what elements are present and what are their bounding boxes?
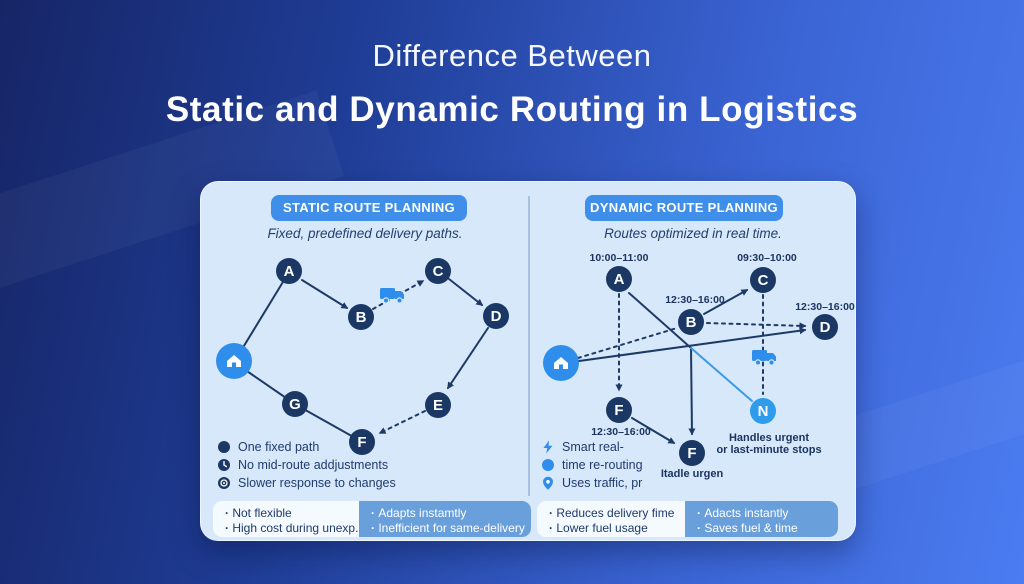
static-depot-hub	[216, 343, 252, 379]
static-node-f: F	[349, 429, 375, 455]
truck-icon	[379, 285, 407, 310]
time-window-c: 09:30–10:00	[737, 252, 797, 264]
dynamic-panel-subtitle: Routes optimized in real time.	[604, 226, 782, 241]
summary-line: Inefficient for same-delivery	[371, 521, 525, 536]
dynamic-node-b: B	[678, 309, 704, 335]
summary-line: High cost during unexp.	[225, 521, 358, 536]
f2-caption: Itadle urgen	[660, 468, 724, 480]
list-item: Uses traffic, pr	[541, 474, 643, 491]
time-window-b: 12:30–16:00	[665, 294, 725, 306]
home-icon	[554, 357, 568, 369]
dynamic-panel-badge: DYNAMIC ROUTE PLANNING	[585, 195, 783, 221]
static-node-g: G	[282, 391, 308, 417]
static-panel-subtitle: Fixed, predefined delivery paths.	[267, 226, 463, 241]
dynamic-node-f2: F	[679, 440, 705, 466]
list-item: No mid-route addjustments	[217, 456, 396, 473]
route-edges-layer	[238, 276, 807, 444]
bullet-label: Smart real-	[562, 439, 624, 454]
summary-line: Reduces delivery fime	[549, 506, 679, 521]
dynamic-summary-boxes: Reduces delivery fime Lower fuel usage A…	[537, 501, 838, 537]
n-caption-line2: or last-minute stops	[716, 444, 822, 456]
bullet-label: No mid-route addjustments	[238, 457, 389, 472]
page-title-line2: Static and Dynamic Routing in Logistics	[165, 90, 859, 129]
dynamic-node-d: D	[812, 314, 838, 340]
static-bullet-list: One fixed path No mid-route addjustments…	[217, 438, 396, 492]
summary-line: Lower fuel usage	[549, 521, 679, 536]
dynamic-node-f1: F	[606, 397, 632, 423]
time-window-d: 12:30–16:00	[795, 301, 855, 313]
target-icon	[218, 476, 230, 489]
dynamic-depot-hub	[543, 345, 579, 381]
truck-icon	[751, 347, 779, 372]
dynamic-bullet-list: Smart real- time re-routing Uses traffic…	[541, 438, 643, 492]
summary-line: Not flexible	[225, 506, 353, 521]
n-caption-line1: Handles urgent	[728, 432, 810, 444]
page-title-line1: Difference Between	[372, 38, 652, 73]
panel-divider	[528, 196, 530, 496]
list-item: time re-routing	[541, 456, 643, 473]
dot-icon	[218, 440, 230, 453]
dynamic-pros-box: Adacts instantly Saves fuel & time	[685, 501, 838, 537]
static-node-c: C	[425, 258, 451, 284]
list-item: Smart real-	[541, 438, 643, 455]
clock-icon	[218, 458, 230, 471]
static-summary-boxes: Not flexible High cost during unexp. Ada…	[213, 501, 531, 537]
list-item: One fixed path	[217, 438, 396, 455]
summary-line: Adacts instantly	[697, 506, 832, 521]
bullet-label: Slower response to changes	[238, 475, 396, 490]
dynamic-node-n: N	[750, 398, 776, 424]
dynamic-benefits-box: Reduces delivery fime Lower fuel usage	[537, 501, 685, 537]
summary-line: Adapts instamtly	[371, 506, 525, 521]
static-node-b: B	[348, 304, 374, 330]
time-window-a: 10:00–11:00	[589, 252, 649, 264]
dynamic-node-c: C	[750, 267, 776, 293]
static-cons-box: Not flexible High cost during unexp.	[213, 501, 359, 537]
static-pros-box: Adapts instamtly Inefficient for same-de…	[359, 501, 531, 537]
bullet-label: One fixed path	[238, 439, 320, 454]
bullet-label: time re-routing	[562, 457, 643, 472]
time-window-f1: 12:30–16:00	[591, 426, 651, 438]
dynamic-node-a: A	[606, 266, 632, 292]
home-icon	[227, 355, 241, 367]
pin-icon	[543, 476, 553, 490]
summary-line: Saves fuel & time	[697, 521, 832, 536]
static-node-e: E	[425, 392, 451, 418]
static-panel-badge: STATIC ROUTE PLANNING	[271, 195, 467, 221]
lightning-icon	[543, 440, 553, 453]
static-node-d: D	[483, 303, 509, 329]
comparison-card: STATIC ROUTE PLANNING Fixed, predefined …	[200, 181, 856, 541]
static-node-a: A	[276, 258, 302, 284]
list-item: Slower response to changes	[217, 474, 396, 491]
bullet-label: Uses traffic, pr	[562, 475, 643, 490]
n-caption: Handles urgent or last-minute stops	[694, 432, 844, 456]
dot-icon	[542, 458, 554, 471]
